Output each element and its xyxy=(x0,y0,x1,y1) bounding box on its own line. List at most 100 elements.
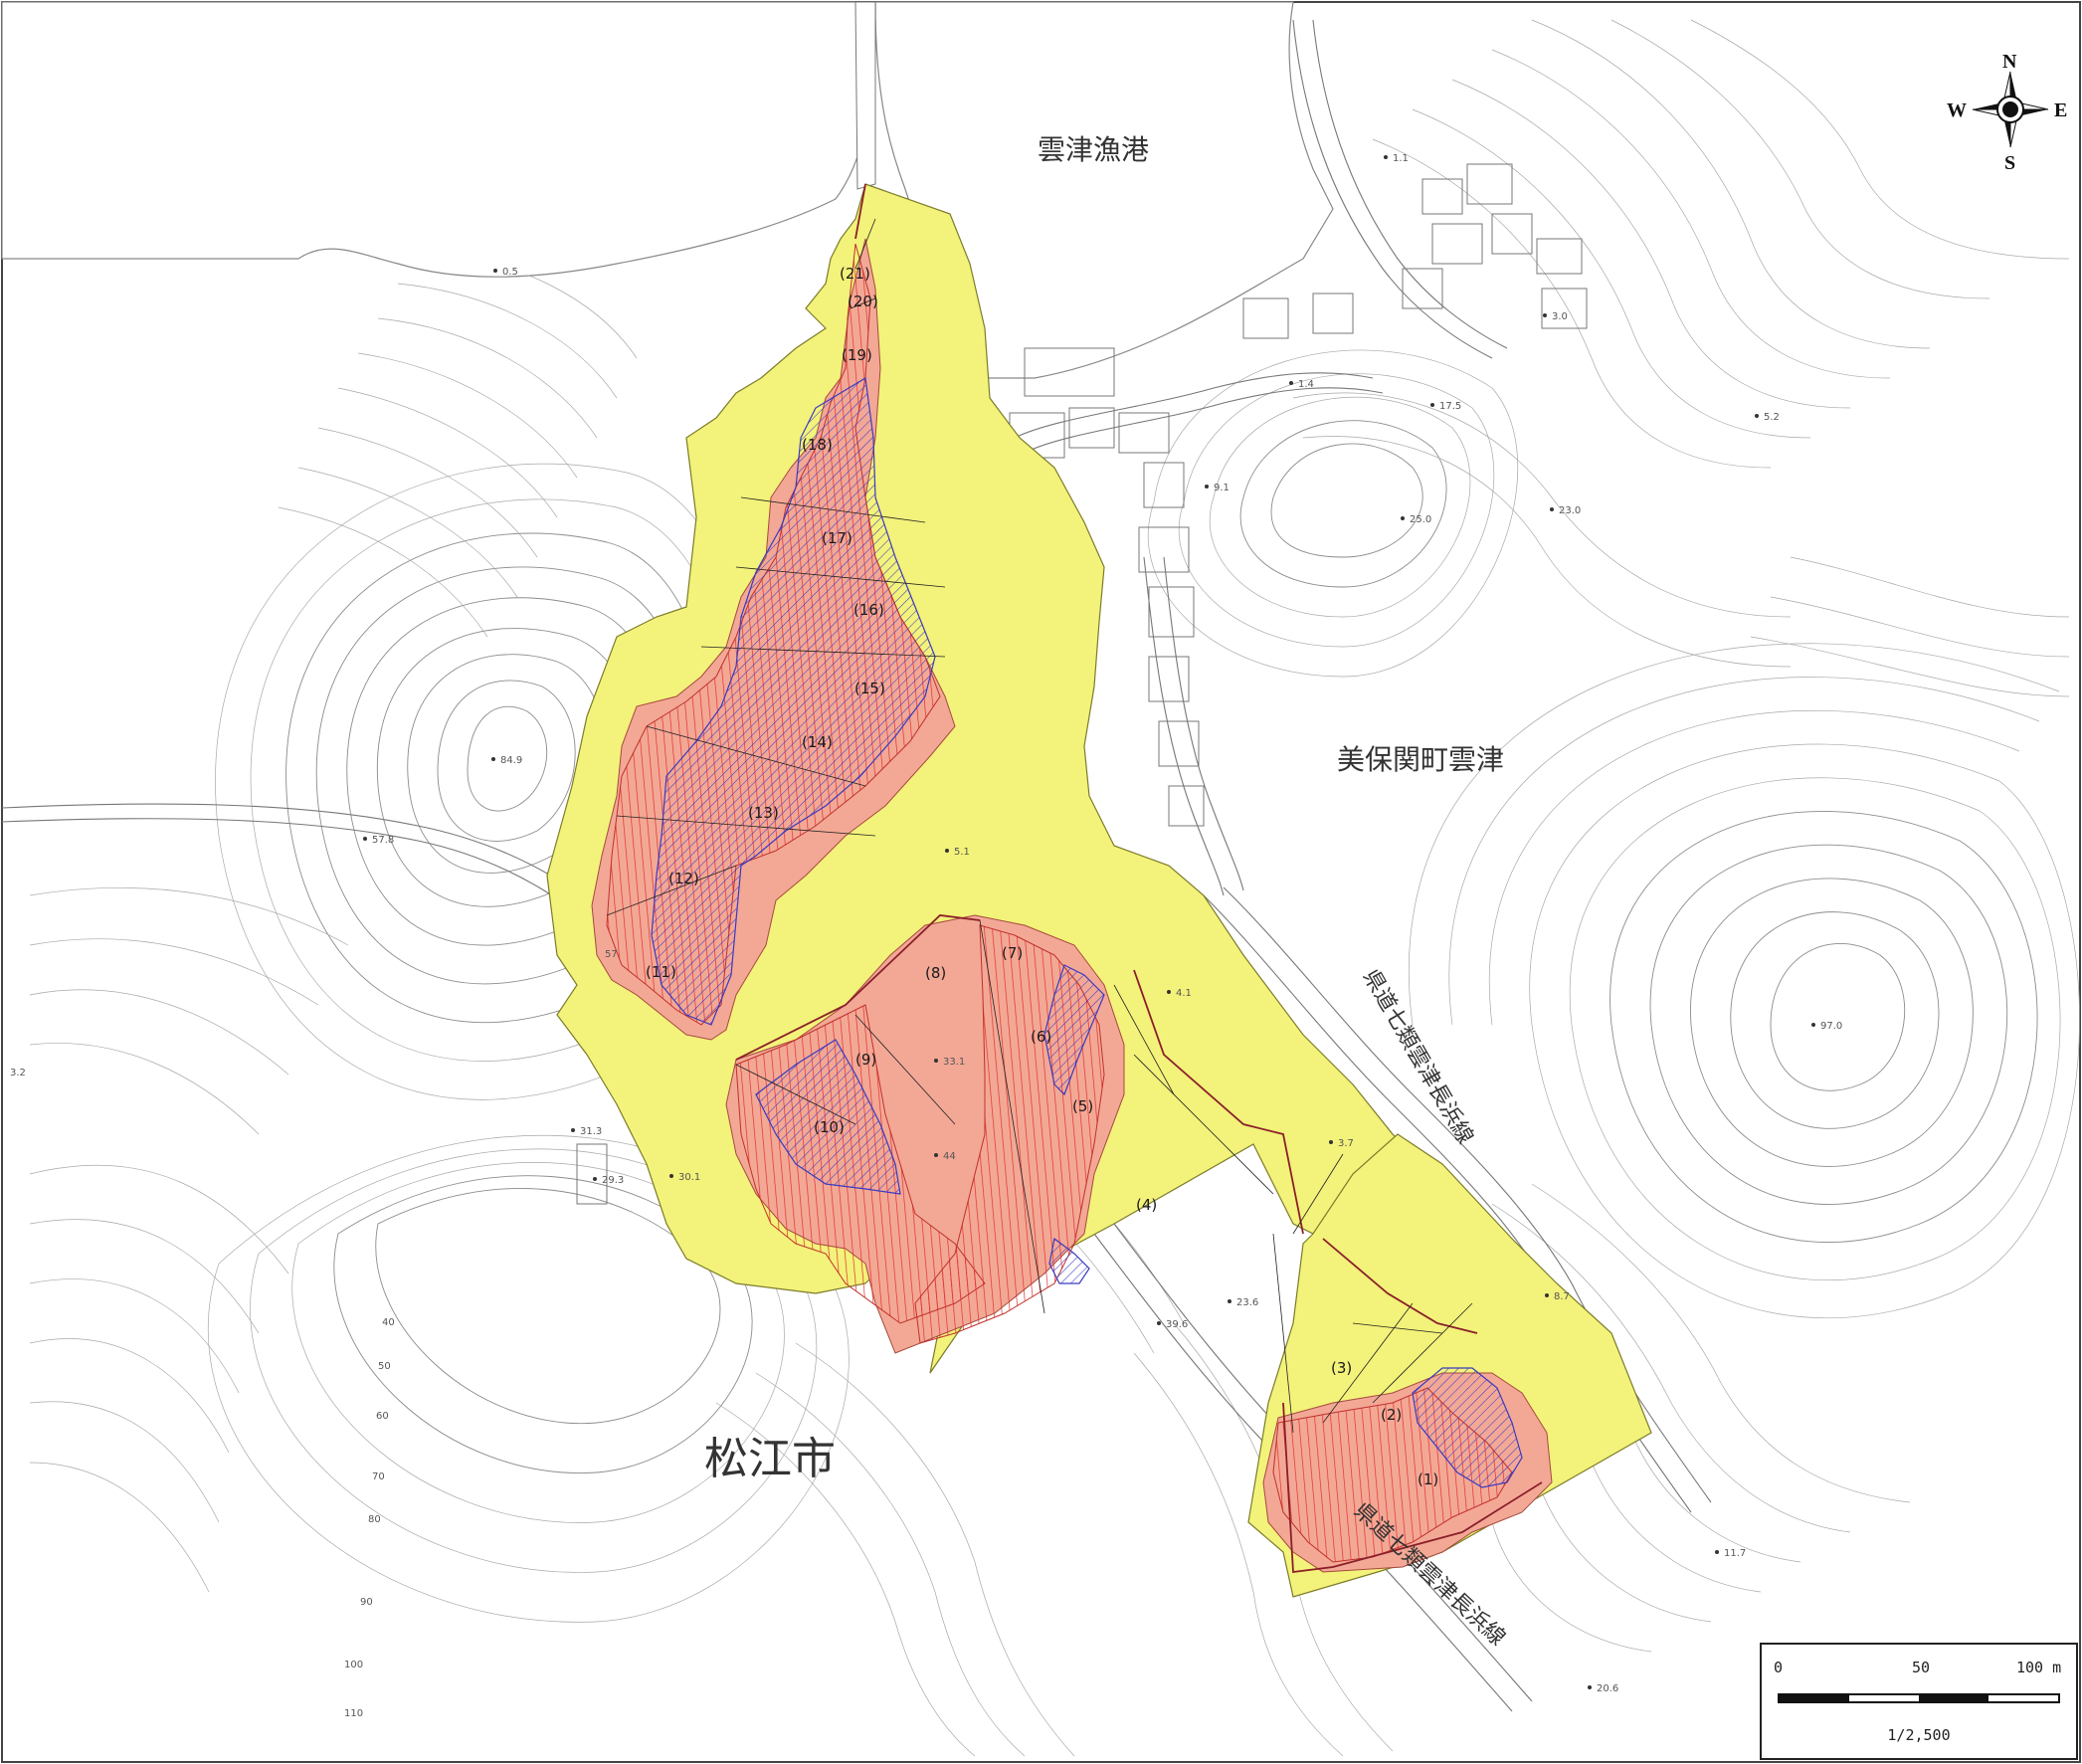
svg-text:50: 50 xyxy=(378,1361,391,1372)
section-label-6: (6) xyxy=(1031,1028,1051,1046)
section-label-13: (13) xyxy=(748,804,779,822)
svg-text:9.1: 9.1 xyxy=(1214,483,1230,493)
spot-height: 23.6 xyxy=(1228,1297,1258,1308)
contour-value: 40 xyxy=(382,1317,395,1328)
scale-tick-100: 100 m xyxy=(2016,1659,2062,1676)
section-labels: (1) (2) (3) (4) (5) (6) (7) (8) (9) (10)… xyxy=(646,265,1438,1488)
svg-text:31.3: 31.3 xyxy=(580,1126,602,1137)
contour-value: 50 xyxy=(378,1361,391,1372)
section-label-12: (12) xyxy=(668,870,699,887)
contour-value: 80 xyxy=(368,1514,381,1525)
scale-tick-50: 50 xyxy=(1912,1659,1931,1676)
scale-bar: 0 50 100 m 1/2,500 xyxy=(1760,1643,2078,1760)
contour-value: 60 xyxy=(376,1411,389,1422)
contour-value: 70 xyxy=(372,1471,385,1482)
svg-text:39.6: 39.6 xyxy=(1166,1319,1188,1330)
svg-text:70: 70 xyxy=(372,1471,385,1482)
svg-text:5.1: 5.1 xyxy=(954,847,970,858)
section-label-1: (1) xyxy=(1418,1470,1438,1488)
section-label-21: (21) xyxy=(840,265,870,283)
harbor-water xyxy=(874,1,1334,379)
compass-w: W xyxy=(1947,99,1967,121)
section-label-3: (3) xyxy=(1331,1359,1352,1377)
svg-text:0.5: 0.5 xyxy=(502,267,518,278)
spot-height: 4.1 xyxy=(1167,988,1192,999)
section-label-11: (11) xyxy=(646,963,676,981)
compass-n: N xyxy=(2002,51,2017,73)
scale-tick-0: 0 xyxy=(1774,1659,1784,1676)
section-label-9: (9) xyxy=(855,1051,876,1069)
blue-hatch-middle xyxy=(755,1039,901,1195)
section-label-17: (17) xyxy=(822,529,852,547)
section-label-4: (4) xyxy=(1136,1196,1157,1214)
svg-text:1.4: 1.4 xyxy=(1298,379,1314,390)
spot-height: 17.5 xyxy=(1430,401,1461,412)
contour-value: 100 xyxy=(344,1660,363,1670)
spot-height: 29.3 xyxy=(593,1175,624,1186)
section-label-7: (7) xyxy=(1002,944,1023,962)
sea-west xyxy=(1,1,876,278)
spot-height: 30.1 xyxy=(669,1172,700,1183)
spot-height: 5.1 xyxy=(945,847,970,858)
scale-bar-graphic xyxy=(1778,1693,2060,1703)
section-label-8: (8) xyxy=(925,964,946,982)
spot-height: 20.6 xyxy=(1588,1683,1618,1694)
svg-text:20.6: 20.6 xyxy=(1597,1683,1618,1694)
compass-e: E xyxy=(2054,99,2067,121)
section-label-5: (5) xyxy=(1072,1097,1093,1115)
spot-height: 9.1 xyxy=(1205,483,1230,493)
svg-text:84.9: 84.9 xyxy=(500,755,522,766)
spot-height: 44 xyxy=(934,1151,956,1162)
spot-height: 57 xyxy=(605,949,618,960)
breakwater xyxy=(854,1,876,190)
spot-height: 3.2 xyxy=(10,1068,26,1078)
place-label-harbor: 雲津漁港 xyxy=(1038,133,1149,166)
svg-text:3.7: 3.7 xyxy=(1338,1138,1354,1149)
svg-text:29.3: 29.3 xyxy=(602,1175,624,1186)
place-label-city: 松江市 xyxy=(704,1434,836,1484)
section-label-20: (20) xyxy=(848,293,878,310)
contour-value: 110 xyxy=(344,1708,363,1719)
svg-text:90: 90 xyxy=(360,1597,373,1608)
scale-ratio: 1/2,500 xyxy=(1887,1726,1951,1744)
spot-height: 84.9 xyxy=(491,755,522,766)
section-label-2: (2) xyxy=(1381,1406,1402,1424)
svg-text:33.1: 33.1 xyxy=(943,1057,965,1068)
blue-hatch-southeast xyxy=(1412,1367,1523,1488)
section-label-19: (19) xyxy=(842,346,872,364)
section-label-18: (18) xyxy=(802,436,833,454)
spot-height: 23.0 xyxy=(1550,505,1581,516)
svg-text:1.1: 1.1 xyxy=(1393,153,1409,164)
spot-height: 33.1 xyxy=(934,1057,965,1068)
svg-text:30.1: 30.1 xyxy=(678,1172,700,1183)
svg-text:57: 57 xyxy=(605,949,618,960)
section-label-14: (14) xyxy=(802,733,833,751)
svg-text:97.0: 97.0 xyxy=(1820,1021,1842,1032)
spot-height: 25.0 xyxy=(1401,514,1431,525)
spot-height: 31.3 xyxy=(571,1126,602,1137)
spot-height: 97.0 xyxy=(1811,1021,1842,1032)
compass-s: S xyxy=(2004,152,2015,174)
place-label-town: 美保関町雲津 xyxy=(1337,743,1504,776)
svg-text:60: 60 xyxy=(376,1411,389,1422)
hazard-zones xyxy=(546,183,1652,1598)
svg-text:44: 44 xyxy=(943,1151,956,1162)
contour-value: 90 xyxy=(360,1597,373,1608)
svg-text:23.6: 23.6 xyxy=(1236,1297,1258,1308)
svg-text:4.1: 4.1 xyxy=(1176,988,1192,999)
spot-height: 3.7 xyxy=(1329,1138,1354,1149)
spot-height: 1.1 xyxy=(1384,153,1409,164)
svg-text:3.2: 3.2 xyxy=(10,1068,26,1078)
section-label-15: (15) xyxy=(854,680,885,697)
contour-lines xyxy=(29,19,2080,1757)
blue-hatch-lower-east xyxy=(1048,1237,1090,1284)
spot-height: 0.5 xyxy=(493,267,518,278)
svg-text:11.7: 11.7 xyxy=(1724,1548,1746,1559)
spot-height: 57.8 xyxy=(363,835,394,846)
svg-text:23.0: 23.0 xyxy=(1559,505,1581,516)
spot-height: 11.7 xyxy=(1715,1548,1746,1559)
svg-text:8.7: 8.7 xyxy=(1554,1291,1570,1302)
blue-hatch-north xyxy=(651,377,936,1026)
svg-text:40: 40 xyxy=(382,1317,395,1328)
